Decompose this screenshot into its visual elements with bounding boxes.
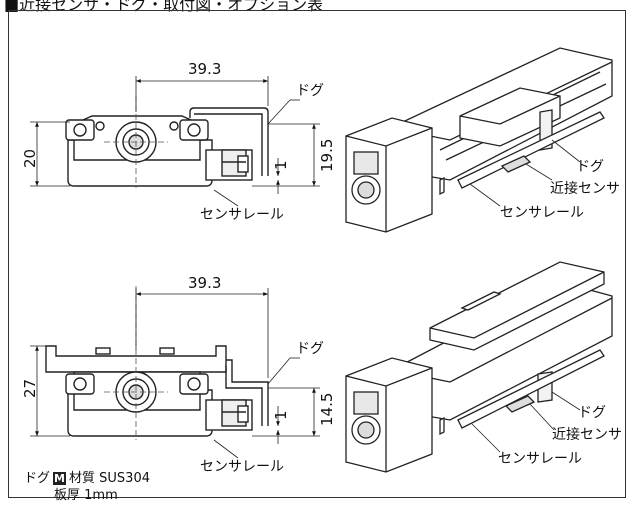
width-dimension-bottom: 39.3	[188, 274, 222, 292]
isometric-view-top	[345, 47, 613, 233]
iso-dog-label-bottom: ドグ	[578, 405, 606, 421]
iso-dog-label-top: ドグ	[576, 159, 604, 175]
iso-rail-label-bottom: センサレール	[498, 451, 582, 467]
iso-sensor-label-top: 近接センサ	[550, 181, 620, 197]
dimension-lines-bottom	[30, 288, 320, 459]
front-view-bottom	[45, 345, 269, 437]
width-dimension-top: 39.3	[188, 60, 222, 78]
diagram-frame	[8, 10, 626, 498]
thickness-line: 板厚 1mm	[54, 488, 118, 503]
gap-dimension-top: 1	[272, 160, 290, 170]
dimension-lines-top	[30, 76, 320, 207]
rail-label-top: センサレール	[200, 207, 284, 223]
iso-leaders-top	[469, 139, 581, 207]
centerlines-top	[104, 96, 168, 188]
iso-sensor-label-bottom: 近接センサ	[552, 427, 622, 443]
dog-label-top: ドグ	[296, 83, 324, 99]
dog-label-bottom: ドグ	[296, 341, 324, 357]
iso-rail-label-top: センサレール	[500, 205, 584, 221]
material-dog-label: ドグ	[24, 471, 51, 486]
gap-dimension-bottom: 1	[272, 410, 290, 420]
height-dimension-bottom: 27	[21, 378, 39, 398]
height-dimension-top: 20	[21, 148, 39, 168]
material-badge-icon: M	[53, 472, 67, 485]
iso-leaders-bottom	[471, 391, 581, 453]
sensor-dimension-top: 19.5	[318, 138, 336, 172]
front-view-top	[65, 107, 269, 187]
material-spec: 材質 SUS304	[69, 471, 150, 486]
centerlines-bottom	[104, 286, 168, 440]
isometric-view-bottom	[345, 261, 613, 473]
sensor-dimension-bottom: 14.5	[318, 392, 336, 426]
rail-label-bottom: センサレール	[200, 459, 284, 475]
